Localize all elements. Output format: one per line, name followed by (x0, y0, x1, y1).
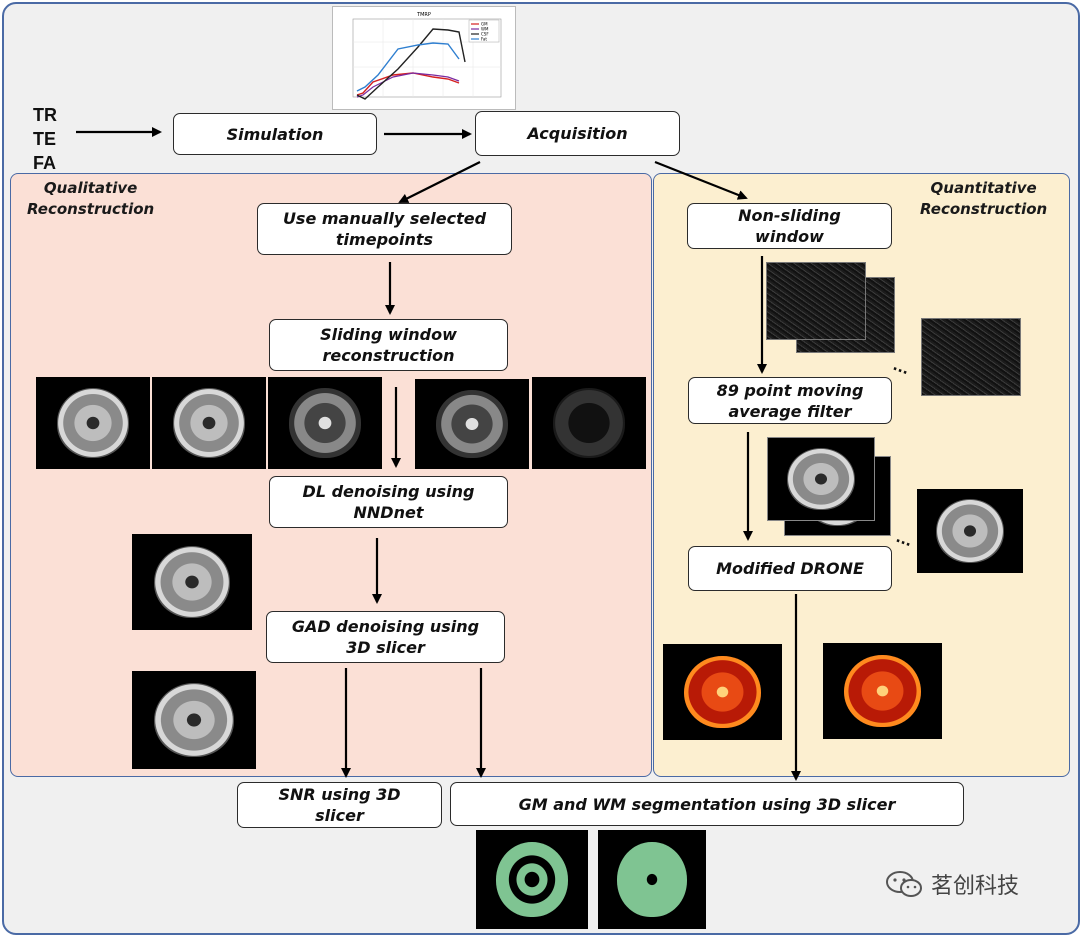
param-te: TE (33, 129, 57, 149)
dl-denoising-box: DL denoising using NNDnet (269, 476, 508, 528)
filtered-image-front (767, 437, 875, 521)
kspace-image-last (921, 318, 1021, 396)
brain-image-gad-denoised (132, 671, 256, 769)
inset-series-fat (356, 42, 460, 92)
wechat-icon (886, 871, 922, 897)
quantitative-title: Quantitative Reconstruction (920, 179, 1048, 218)
moving-average-box: 89 point moving average filter (688, 377, 892, 424)
inset-series-wm (356, 72, 460, 98)
filtered-image-last (917, 489, 1023, 573)
segmentation-box: GM and WM segmentation using 3D slicer (450, 782, 964, 826)
brain-image-t1-b (152, 377, 266, 469)
t1-map-image (663, 644, 782, 740)
brain-image-t1-a (36, 377, 150, 469)
gad-denoising-box: GAD denoising using 3D slicer (266, 611, 505, 663)
modified-drone-box: Modified DRONE (688, 546, 892, 591)
brain-image-dim (532, 377, 646, 469)
inset-signal-chart: TMRP GM WM CSF Fat (332, 6, 516, 110)
inset-legend-fat: Fat (481, 37, 487, 42)
watermark-text: 茗创科技 (931, 874, 1020, 899)
inset-series-csf (356, 28, 466, 100)
inset-series-gm (356, 72, 460, 96)
brain-image-dl-denoised (132, 534, 252, 630)
manual-timepoints-box: Use manually selected timepoints (257, 203, 512, 255)
inset-chart-title: TMRP (416, 12, 431, 18)
non-sliding-window-box: Non-sliding window (687, 203, 892, 249)
segmentation-image-wm (598, 830, 706, 929)
snr-box: SNR using 3D slicer (237, 782, 442, 828)
qualitative-title: Qualitative Reconstruction (27, 179, 155, 218)
inset-legend-csf: CSF (481, 32, 489, 37)
brain-image-t2-a (268, 377, 382, 469)
brain-image-t2-b (415, 379, 529, 469)
param-tr: TR (33, 105, 57, 125)
qualitative-panel (10, 173, 652, 777)
t2-map-image (823, 643, 942, 739)
sliding-window-box: Sliding window reconstruction (269, 319, 508, 371)
inset-legend: GM WM CSF Fat (468, 19, 500, 43)
simulation-box: Simulation (173, 113, 377, 155)
kspace-image-front (766, 262, 866, 340)
segmentation-image-gm (476, 830, 588, 929)
inset-legend-gm: GM (481, 22, 488, 27)
inset-plot-area (352, 18, 502, 98)
inset-chart-svg: TMRP GM WM CSF Fat (352, 12, 502, 100)
watermark: 茗创科技 (885, 868, 1019, 900)
inset-legend-wm: WM (481, 27, 489, 32)
acquisition-box: Acquisition (475, 111, 680, 156)
param-fa: FA (33, 153, 57, 173)
